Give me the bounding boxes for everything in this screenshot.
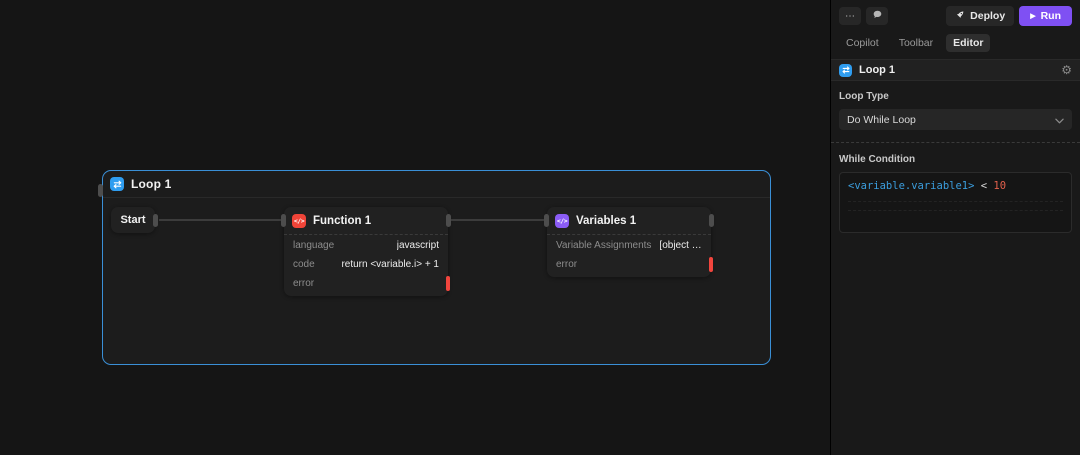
editor-empty-line [848,201,1063,203]
edge-start-to-function [159,219,284,221]
function-node-body: language javascript code return <variabl… [284,234,450,296]
edge-function-to-variables [451,219,547,221]
inspector-content: Loop Type Do While Loop While Condition … [831,81,1080,242]
run-button-label: Run [1040,10,1061,22]
editor-empty-line [848,210,1063,212]
loop-icon [839,63,852,77]
variables-output-handle[interactable] [709,214,714,227]
loop-type-label: Loop Type [839,91,889,102]
copilot-chat-button[interactable] [866,7,888,25]
error-status-bar [446,276,450,291]
start-output-handle[interactable] [153,213,158,227]
chevron-down-icon [1055,111,1064,129]
function-node[interactable]: </> Function 1 language javascript code … [281,207,451,296]
code-variable-token: <variable.variable1> [848,180,975,192]
deploy-button[interactable]: Deploy [946,6,1015,26]
chat-bubble-icon [872,9,883,23]
code-number-token: 10 [993,180,1007,192]
start-node[interactable]: Start [111,207,158,233]
loop-group-title: Loop 1 [131,177,172,191]
play-icon: ▶ [1030,12,1036,20]
flow-canvas[interactable]: Loop 1 Start </> Function 1 [0,0,830,455]
loop-icon [110,177,124,191]
function-node-header[interactable]: </> Function 1 [284,207,448,234]
node-row-language: language javascript [293,240,439,251]
tab-toolbar[interactable]: Toolbar [892,34,940,52]
node-row-variable-assignments: Variable Assignments [object Obje… [556,240,702,251]
node-row-error: error [284,274,450,293]
loop-type-select[interactable]: Do While Loop [839,109,1072,130]
node-row-error: error [547,255,713,274]
loop-input-handle[interactable] [98,184,103,197]
function-output-handle[interactable] [446,214,451,227]
tab-copilot[interactable]: Copilot [839,34,886,52]
gear-icon[interactable]: ⚙ [1061,63,1072,77]
variables-node-header[interactable]: </> Variables 1 [547,207,711,234]
section-divider [831,142,1080,143]
deploy-button-label: Deploy [970,10,1006,22]
variables-input-handle[interactable] [544,214,549,227]
while-condition-editor[interactable]: <variable.variable1> < 10 [839,172,1072,233]
panel-topbar: ⋯ Deploy ▶ Run [831,0,1080,30]
loop-group-header[interactable]: Loop 1 [103,171,770,198]
inspector-node-header[interactable]: Loop 1 ⚙ [831,59,1080,81]
variables-icon: </> [555,213,569,228]
panel-tabs: Copilot Toolbar Editor [831,30,1080,59]
loop-group-node[interactable]: Loop 1 Start </> Function 1 [98,170,771,365]
inspector-panel: ⋯ Deploy ▶ Run Copilot Toolbar Ed [830,0,1080,455]
variables-node-body: Variable Assignments [object Obje… error [547,234,713,277]
variables-node-title: Variables 1 [576,214,637,227]
function-icon: </> [292,213,306,228]
function-node-title: Function 1 [313,214,372,227]
while-condition-label: While Condition [839,154,916,165]
inspector-node-title: Loop 1 [859,64,896,76]
run-button[interactable]: ▶ Run [1019,6,1072,26]
variables-node[interactable]: </> Variables 1 Variable Assignments [ob… [544,207,714,277]
loop-type-value: Do While Loop [847,113,916,126]
node-row-code: code return <variable.i> + 1 [293,259,439,270]
more-options-button[interactable]: ⋯ [839,7,861,25]
function-input-handle[interactable] [281,214,286,227]
more-icon: ⋯ [845,10,855,22]
code-operator-token: < [980,180,988,192]
rocket-icon [955,10,965,23]
tab-editor[interactable]: Editor [946,34,991,52]
error-status-bar [709,257,713,272]
start-node-label: Start [120,214,146,226]
